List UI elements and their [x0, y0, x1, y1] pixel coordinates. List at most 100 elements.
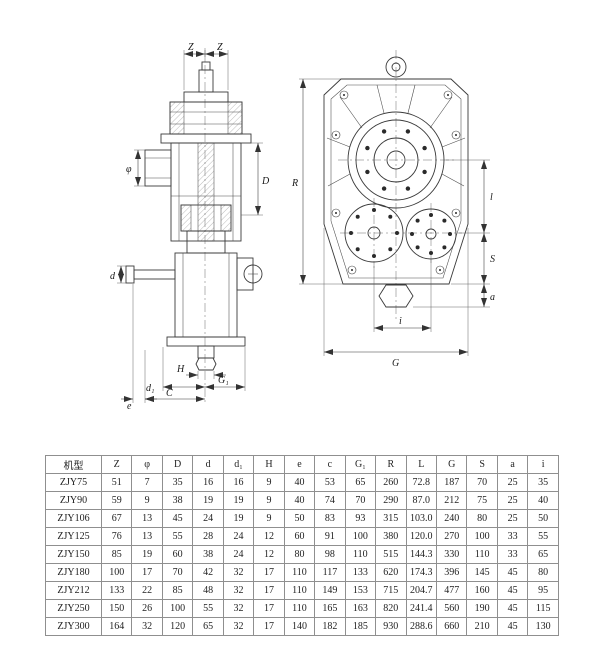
spec-cell: 190	[466, 599, 498, 618]
spec-cell: 70	[161, 563, 194, 582]
spec-cell: 51	[100, 473, 133, 492]
spec-cell: 115	[527, 599, 559, 618]
spec-cell: 150	[100, 599, 133, 618]
spec-cell: 38	[161, 491, 194, 510]
spec-cell: 110	[283, 563, 316, 582]
spec-cell: 660	[435, 617, 468, 636]
spec-cell: 210	[466, 617, 498, 636]
spec-cell: 22	[131, 581, 163, 600]
spec-cell: 55	[527, 527, 559, 546]
large-bore-bolts	[365, 129, 427, 191]
spec-cell: 40	[283, 491, 316, 510]
spec-cell: 65	[527, 545, 559, 564]
spec-cell: 76	[100, 527, 133, 546]
spec-cell: 32	[222, 563, 255, 582]
spec-cell: 74	[314, 491, 346, 510]
spec-cell: 45	[161, 509, 194, 528]
spec-cell: 19	[192, 491, 224, 510]
model-cell: ZJY90	[45, 491, 102, 510]
spec-cell: 45	[496, 599, 529, 618]
spec-cell: 110	[344, 545, 377, 564]
spec-cell: 100	[100, 563, 133, 582]
model-cell: ZJY212	[45, 581, 102, 600]
spec-cell: 91	[314, 527, 346, 546]
column-header: i	[527, 455, 559, 474]
spec-cell: 110	[466, 545, 498, 564]
spec-cell: 60	[283, 527, 316, 546]
spec-cell: 53	[314, 473, 346, 492]
spec-cell: 13	[131, 527, 163, 546]
column-header: S	[466, 455, 498, 474]
spec-cell: 93	[344, 509, 377, 528]
lower-left-bolts	[349, 208, 399, 258]
spec-cell: 72.8	[405, 473, 437, 492]
dim-label-R: R	[291, 178, 298, 189]
spec-cell: 100	[344, 527, 377, 546]
spec-cell: 560	[435, 599, 468, 618]
column-header: φ	[131, 455, 163, 474]
spec-cell: 17	[253, 617, 285, 636]
spec-cell: 26	[131, 599, 163, 618]
dim-label-d1: d₁	[146, 383, 154, 394]
spec-cell: 83	[314, 509, 346, 528]
spec-cell: 120	[161, 617, 194, 636]
spec-cell: 133	[100, 581, 133, 600]
spec-cell: 40	[527, 491, 559, 510]
spec-cell: 50	[527, 509, 559, 528]
dim-label-d: d	[110, 271, 116, 282]
column-header: G₁	[344, 455, 377, 474]
spec-cell: 32	[131, 617, 163, 636]
spec-cell: 19	[222, 491, 255, 510]
dim-label-e: e	[127, 401, 132, 412]
spec-cell: 820	[375, 599, 407, 618]
spec-cell: 87.0	[405, 491, 437, 510]
spec-cell: 85	[100, 545, 133, 564]
spec-cell: 100	[161, 599, 194, 618]
spec-cell: 17	[253, 581, 285, 600]
technical-drawing: Z Z φ D d	[110, 42, 495, 412]
column-header: c	[314, 455, 346, 474]
dim-label-z-right: Z	[217, 42, 223, 53]
model-cell: ZJY106	[45, 509, 102, 528]
dim-label-C: C	[166, 388, 173, 399]
spec-cell: 7	[131, 473, 163, 492]
spec-cell: 140	[283, 617, 316, 636]
spec-cell: 204.7	[405, 581, 437, 600]
spec-cell: 182	[314, 617, 346, 636]
spec-cell: 59	[100, 491, 133, 510]
spec-cell: 241.4	[405, 599, 437, 618]
model-cell: ZJY300	[45, 617, 102, 636]
side-view: Z Z φ D d	[110, 42, 270, 412]
column-header: R	[375, 455, 407, 474]
spec-cell: 9	[253, 491, 285, 510]
spec-cell: 240	[435, 509, 468, 528]
spec-cell: 165	[314, 599, 346, 618]
spec-cell: 515	[375, 545, 407, 564]
spec-cell: 290	[375, 491, 407, 510]
spec-cell: 45	[496, 563, 529, 582]
spec-cell: 98	[314, 545, 346, 564]
spec-cell: 35	[161, 473, 194, 492]
spec-cell: 130	[527, 617, 559, 636]
dim-label-G1: G₁	[218, 375, 229, 386]
spec-cell: 24	[222, 545, 255, 564]
spec-cell: 396	[435, 563, 468, 582]
spec-cell: 65	[344, 473, 377, 492]
spec-cell: 32	[222, 599, 255, 618]
dim-label-i: i	[399, 316, 402, 327]
spec-cell: 25	[496, 509, 529, 528]
dim-label-l: l	[490, 192, 493, 203]
spec-cell: 380	[375, 527, 407, 546]
spec-cell: 16	[222, 473, 255, 492]
spec-cell: 33	[496, 545, 529, 564]
spec-cell: 48	[192, 581, 224, 600]
spec-cell: 13	[131, 509, 163, 528]
drawing-area: Z Z φ D d	[110, 42, 495, 412]
dim-label-phi: φ	[126, 164, 132, 175]
